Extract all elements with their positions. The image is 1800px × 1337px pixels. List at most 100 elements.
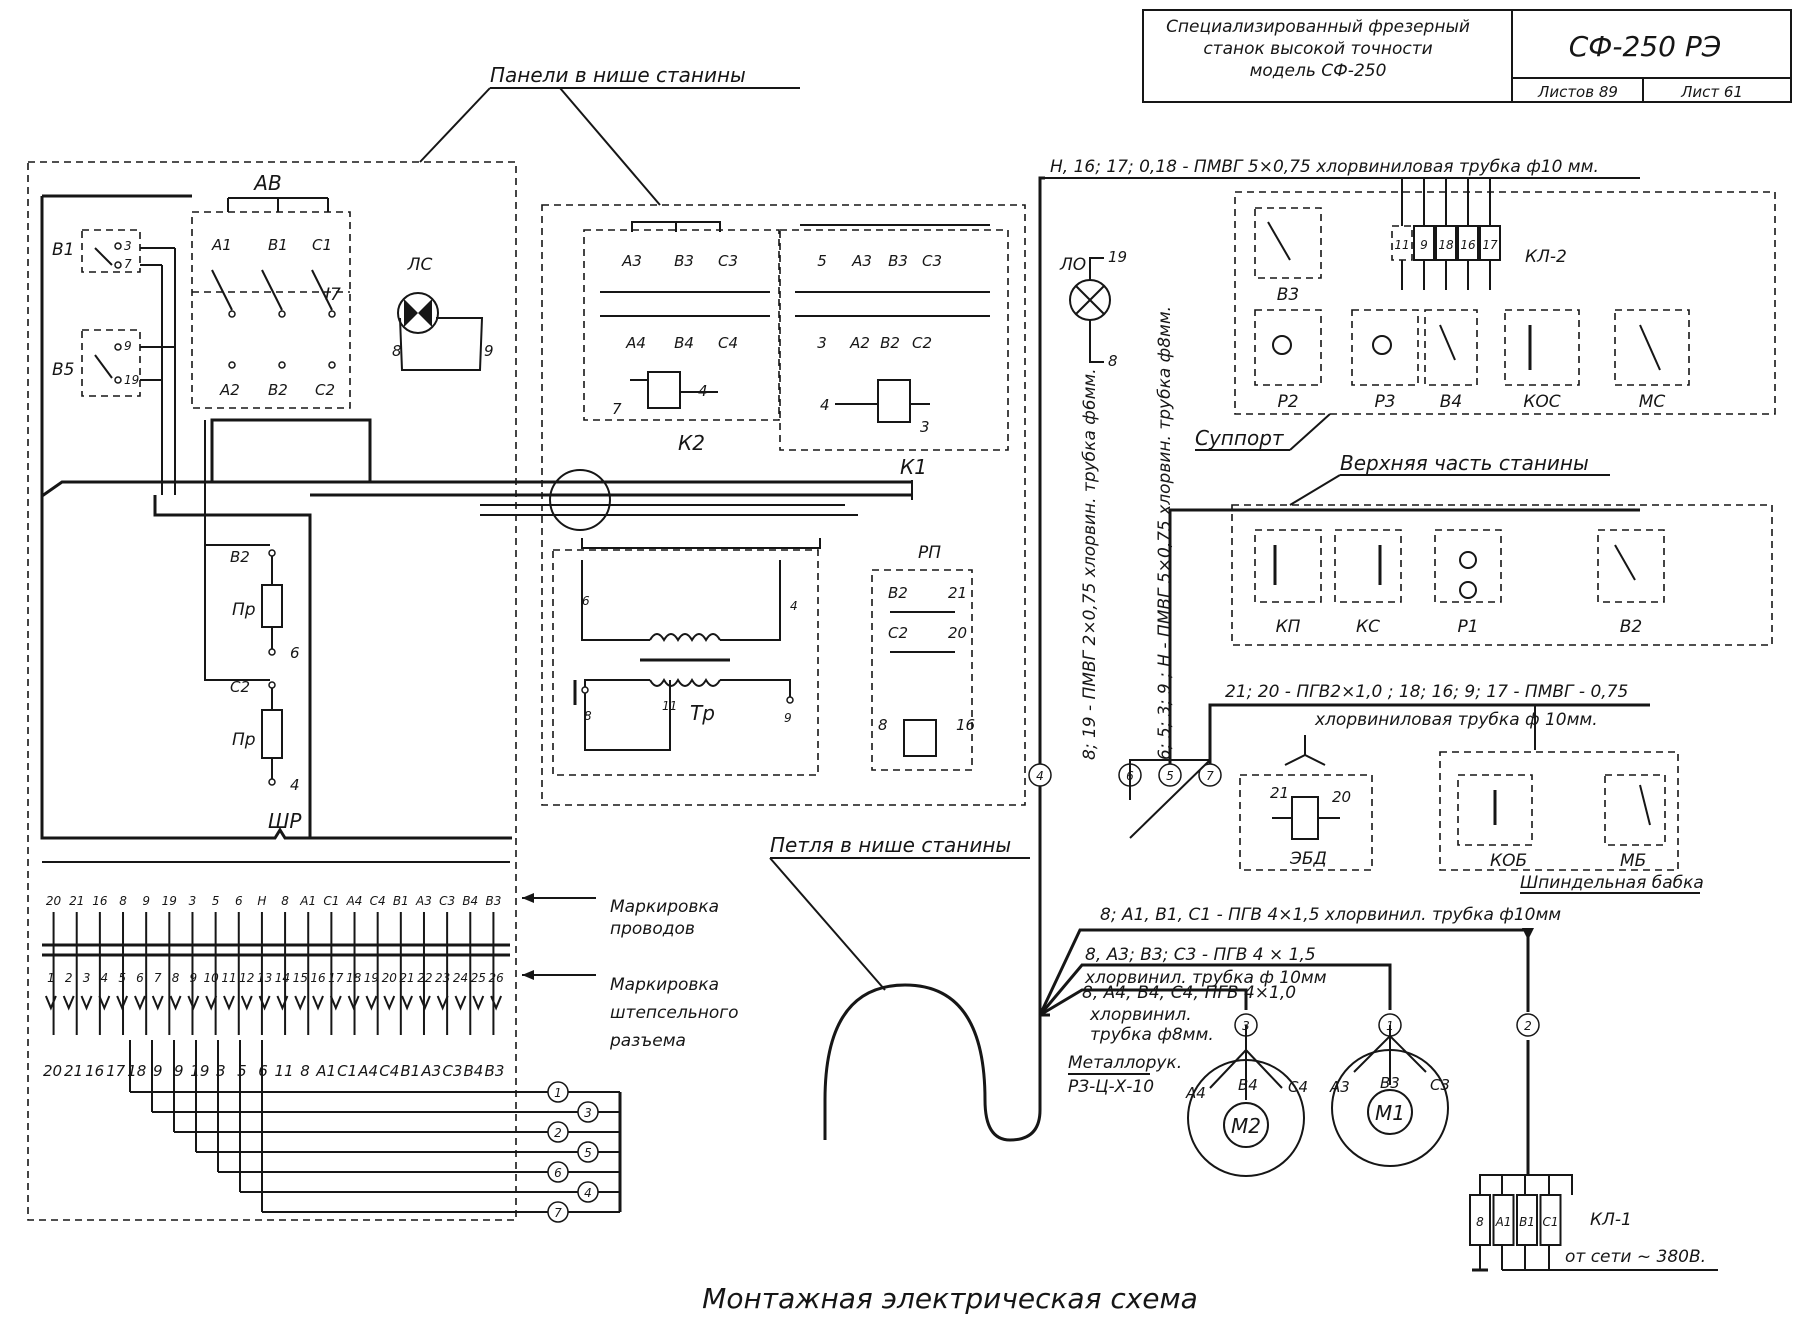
cable-note-power: 8; А1, В1, С1 - ПГВ 4×1,5 хлорвинил. тру… <box>1100 905 1561 925</box>
label-mains: от сети ~ 380В. <box>1565 1247 1706 1267</box>
pin-label: 15 <box>293 971 308 985</box>
pin-label: 2 <box>65 971 73 985</box>
support-device-label: В4 <box>1440 392 1462 412</box>
label-spindle-head: Шпиндельная бабка <box>1520 873 1704 893</box>
k1-top-a3: А3 <box>851 252 872 270</box>
spindle-head-group: КОБ МБ Шпиндельная бабка <box>1439 705 1704 894</box>
support-device <box>1504 309 1580 386</box>
m1-b3: В3 <box>1380 1074 1400 1092</box>
wire-top-label: 9 <box>142 894 150 908</box>
wire-bottom-label: А1 <box>315 1062 336 1080</box>
plug-marking-line-2: штепсельного <box>610 1003 739 1023</box>
ls-term-8: 8 <box>392 342 402 360</box>
ebd-term-20: 20 <box>1332 788 1351 806</box>
cable-number-circle <box>577 1141 599 1163</box>
fuse-1-in-b2: В2 <box>230 548 250 566</box>
upper-device-label: В2 <box>1620 617 1642 637</box>
k2-bot-c4: С4 <box>718 334 738 352</box>
wire-top-label: 16 <box>92 894 108 908</box>
m2-b4: В4 <box>1238 1076 1258 1094</box>
wire-top-label: В3 <box>485 894 501 908</box>
motor-m2: М2 А4 В4 С4 <box>1185 1025 1308 1177</box>
wire-bottom-label: 19 <box>190 1062 209 1080</box>
plug-marking-line-3: разъема <box>609 1031 686 1051</box>
cable-note-m1-2: хлорвинил. трубка ф 10мм <box>1084 968 1327 988</box>
pin-chevron <box>134 995 146 1011</box>
cable-loop: Петля в нише станины <box>769 833 1050 1142</box>
support-device-label: Р3 <box>1374 392 1395 412</box>
upper-device-label: КП <box>1276 617 1301 637</box>
kl1-term-label: С1 <box>1542 1215 1558 1229</box>
k2-top-b3: В3 <box>674 252 694 270</box>
wire-top-label: 8 <box>119 894 127 908</box>
rp-coil-8: 8 <box>878 716 888 734</box>
cable-number: 1 <box>554 1086 562 1100</box>
ls-term-9: 9 <box>484 342 494 360</box>
cable-number-circle <box>547 1121 569 1143</box>
cable-number: 7 <box>554 1206 562 1220</box>
wire-bottom-label: 20 <box>43 1062 62 1080</box>
pin-chevron <box>80 995 93 1011</box>
k1-bot-b2: В2 <box>880 334 900 352</box>
cable-number-circle <box>577 1181 599 1203</box>
tr-term-9: 9 <box>784 711 792 725</box>
circuit-breaker-av: АВ А1 В1 С1 I7 А2 В2 С2 <box>191 171 351 409</box>
contactor-k1: 5 А3 В3 С3 3 А2 В2 С2 4 3 К1 <box>779 224 1009 479</box>
wire-top-label: В1 <box>393 894 409 908</box>
label-fuse-1: Пр <box>232 600 256 620</box>
support-device-label: КОС <box>1523 392 1560 412</box>
cable-number: 3 <box>584 1106 592 1120</box>
lo-term-8: 8 <box>1108 352 1118 370</box>
right-side: Н, 16; 17; 0,18 - ПМВГ 5×0,75 хлорвинило… <box>769 157 1776 1272</box>
k1-top-b3: В3 <box>888 252 908 270</box>
sheet-number: Лист 61 <box>1680 83 1743 101</box>
pin-chevron <box>98 995 111 1011</box>
signal-lamp-ls: ЛС 8 9 <box>392 255 494 371</box>
support-device <box>1614 309 1690 386</box>
fuse-2-in-c2: С2 <box>230 678 250 696</box>
label-support: Суппорт <box>1195 426 1285 450</box>
tr-term-4: 4 <box>790 599 798 613</box>
label-kl1: КЛ-1 <box>1590 1210 1632 1230</box>
k1-coil-3: 3 <box>920 418 930 436</box>
plug-marking-line-1: Маркировка <box>610 975 719 995</box>
av-in-b1: В1 <box>268 236 288 254</box>
kl1-term-label: В1 <box>1519 1215 1535 1229</box>
pin-chevron <box>116 995 129 1011</box>
wire-bottom-label: 18 <box>127 1062 146 1080</box>
pin-chevron <box>454 995 467 1011</box>
pin-chevron <box>223 995 235 1011</box>
pin-label: 11 <box>221 971 236 985</box>
pin-chevron <box>490 995 503 1011</box>
b5-term-9: 9 <box>124 339 132 353</box>
tr-term-8: 8 <box>584 709 592 723</box>
wire-top-label: 6 <box>235 894 243 908</box>
pin-chevron <box>472 995 485 1011</box>
wire-top-label: А1 <box>299 894 316 908</box>
wire-bottom-label: А4 <box>357 1062 378 1080</box>
wire-bottom-label: 8 <box>300 1062 310 1080</box>
lo-term-19: 19 <box>1108 248 1127 266</box>
wire-top-label: А4 <box>346 894 363 908</box>
pin-label: 8 <box>172 971 180 985</box>
route-number-circle <box>1028 763 1052 787</box>
title-block: Специализированный фрезерный станок высо… <box>1142 9 1792 103</box>
av-out-b2: В2 <box>268 381 288 399</box>
label-b5: В5 <box>52 360 74 380</box>
wire-bottom-label: А3 <box>420 1062 441 1080</box>
wire-bottom-label: 9 <box>174 1062 184 1080</box>
cable-number: 5 <box>584 1146 592 1160</box>
rp-20: 20 <box>948 624 967 642</box>
label-mb: МБ <box>1620 851 1646 871</box>
pin-chevron <box>436 995 449 1011</box>
rp-21: 21 <box>948 584 967 602</box>
pin-label: 12 <box>239 971 254 985</box>
cable-note-v2: 6; 5; 3; 9 ; Н - ПМВГ 5×0,75 хлорвин. тр… <box>1155 306 1175 760</box>
pin-chevron <box>329 995 342 1011</box>
label-lo: ЛО <box>1059 255 1086 275</box>
pin-label: 3 <box>83 971 91 985</box>
ebd-term-21: 21 <box>1270 784 1289 802</box>
